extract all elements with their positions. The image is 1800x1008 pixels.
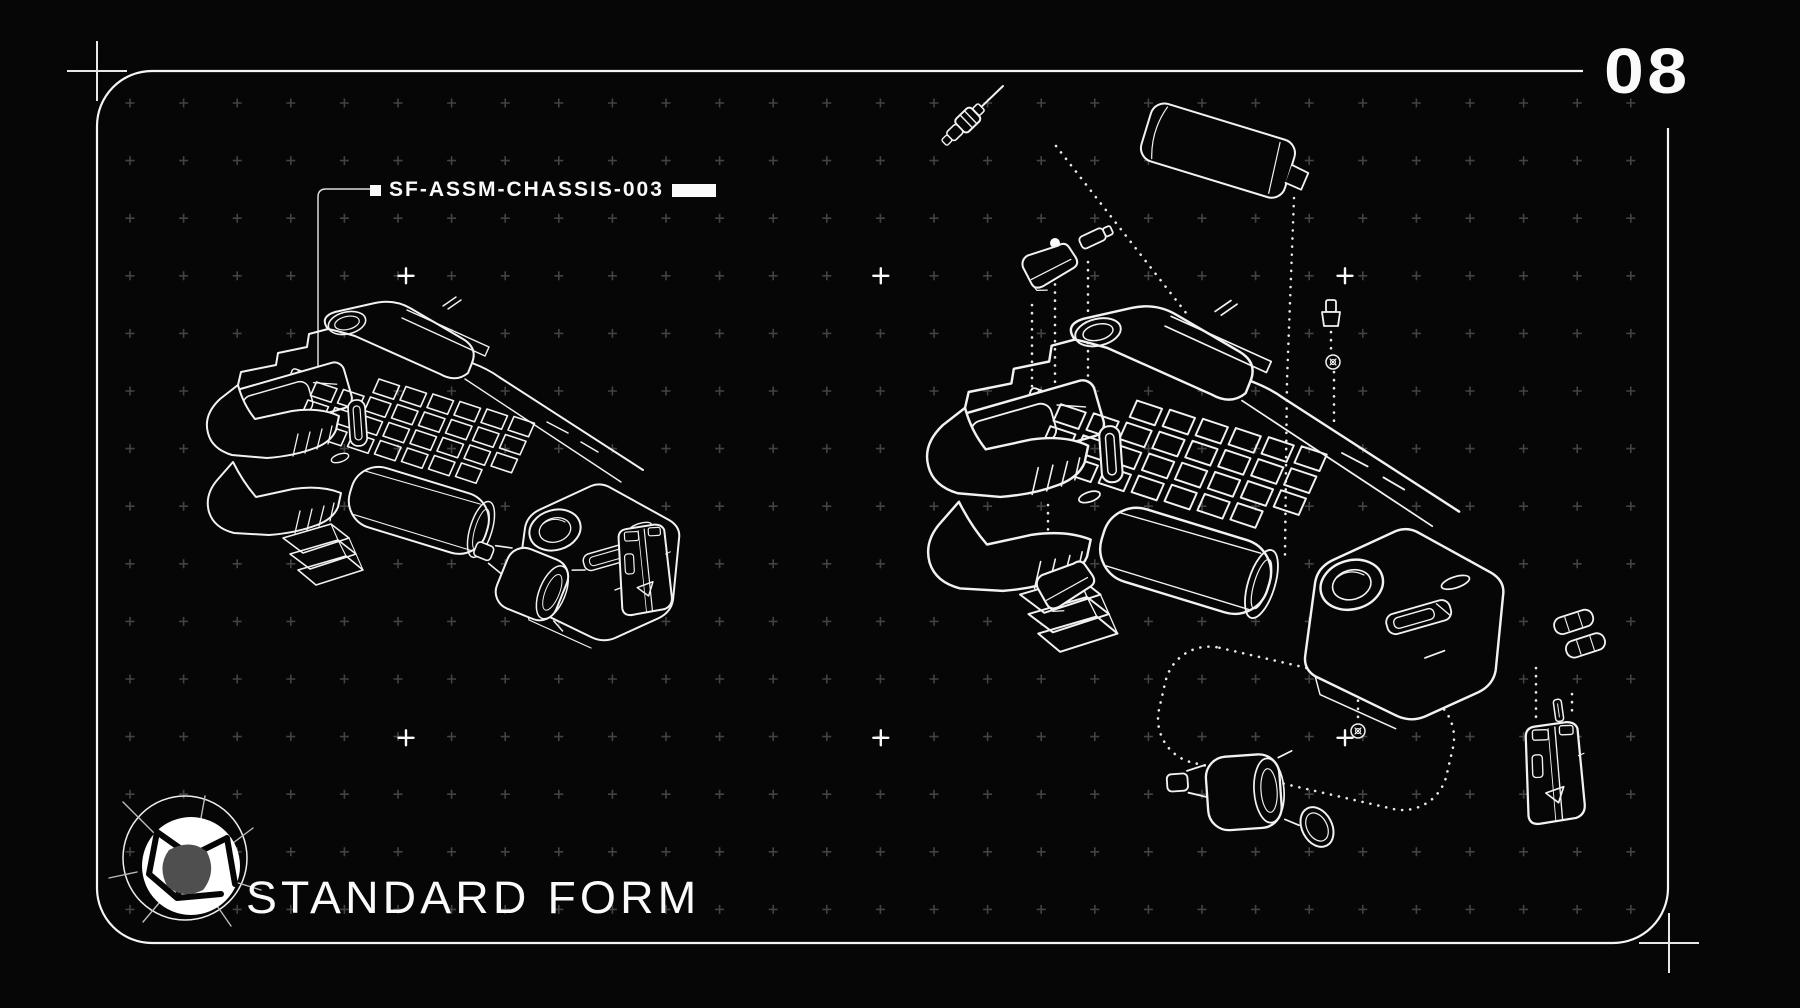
brand-wordmark: STANDARD FORM xyxy=(246,872,701,923)
needle-part xyxy=(941,85,1004,146)
endbox-part-exploded xyxy=(1524,720,1588,826)
exploded-view xyxy=(925,85,1606,869)
shattered-sphere-logo xyxy=(108,795,262,927)
crosshair-icon-bottom-right xyxy=(1639,913,1699,973)
o-ring-part xyxy=(1299,806,1335,848)
wedge-cap-part xyxy=(1018,240,1084,297)
part-callout: SF-ASSM-CHASSIS-003 xyxy=(370,178,716,202)
bolt-part xyxy=(1321,299,1341,327)
plug-part xyxy=(1078,225,1114,250)
logo-core xyxy=(162,844,212,895)
logo-crack-lines xyxy=(108,795,262,927)
part-code-label: SF-ASSM-CHASSIS-003 xyxy=(389,178,664,201)
screw-part-2 xyxy=(1350,723,1366,739)
motor-part-exploded xyxy=(1144,716,1320,869)
pin-part xyxy=(1552,698,1565,723)
assembled-view xyxy=(205,296,681,649)
screw-part-1 xyxy=(1325,354,1341,370)
canister-part xyxy=(1139,102,1310,199)
filled-bar-icon xyxy=(671,183,716,197)
crosshair-icon-top-left xyxy=(67,41,127,101)
frame-border xyxy=(95,69,1670,945)
plus-grid-bright xyxy=(397,267,1354,747)
filled-square-icon xyxy=(370,184,381,196)
sheet-number: 08 xyxy=(1604,35,1691,107)
pill-stack-part xyxy=(1553,608,1606,659)
